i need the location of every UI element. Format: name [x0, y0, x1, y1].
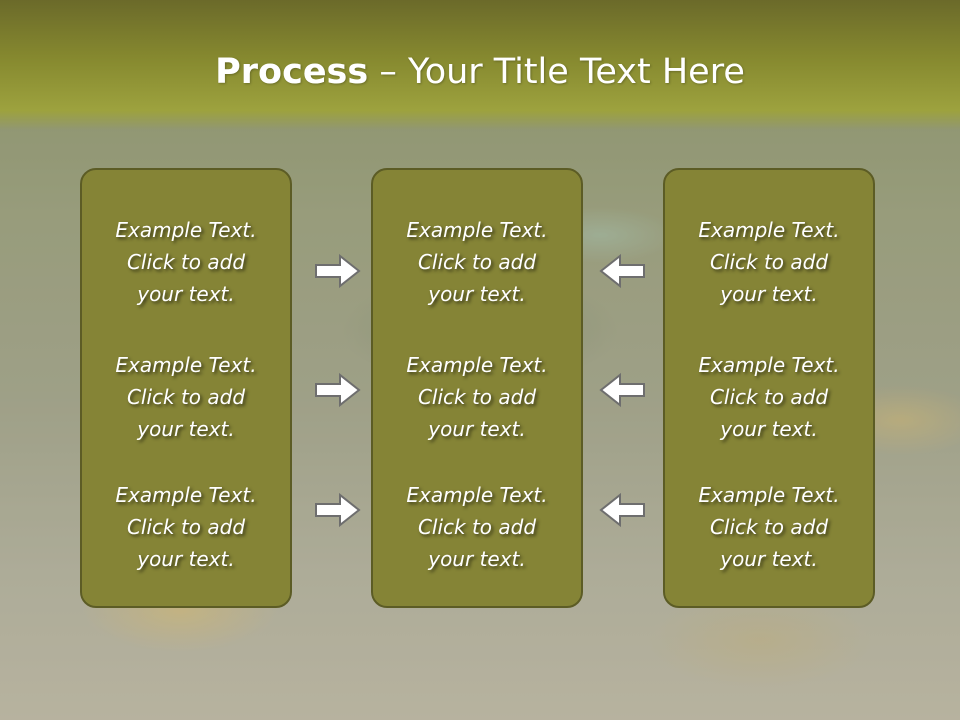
title-band — [0, 0, 960, 130]
arrow-right-icon[interactable] — [314, 492, 362, 528]
text-line: Example Text. — [115, 218, 257, 242]
text-block[interactable]: Example Text. Click to add your text. — [373, 479, 581, 575]
text-line: Example Text. — [698, 218, 840, 242]
text-line: Click to add — [709, 250, 829, 274]
title-rest: – Your Title Text Here — [368, 52, 745, 92]
text-line: your text. — [720, 417, 818, 441]
text-line: Example Text. — [406, 353, 548, 377]
text-block[interactable]: Example Text. Click to add your text. — [665, 349, 873, 445]
text-line: Click to add — [709, 385, 829, 409]
text-line: Example Text. — [698, 353, 840, 377]
text-block[interactable]: Example Text. Click to add your text. — [373, 214, 581, 310]
text-line: Click to add — [417, 250, 537, 274]
text-line: your text. — [137, 547, 235, 571]
title-bold: Process — [215, 52, 369, 92]
arrow-right-icon[interactable] — [314, 372, 362, 408]
arrow-left-icon[interactable] — [598, 372, 646, 408]
text-block[interactable]: Example Text. Click to add your text. — [665, 479, 873, 575]
arrow-left-icon[interactable] — [598, 492, 646, 528]
text-block[interactable]: Example Text. Click to add your text. — [82, 349, 290, 445]
text-line: your text. — [720, 282, 818, 306]
text-line: Click to add — [126, 515, 246, 539]
text-line: Click to add — [709, 515, 829, 539]
text-line: Example Text. — [406, 218, 548, 242]
text-line: Click to add — [126, 385, 246, 409]
slide-title[interactable]: Process – Your Title Text Here — [0, 52, 960, 92]
text-line: Example Text. — [698, 483, 840, 507]
text-line: your text. — [720, 547, 818, 571]
text-block[interactable]: Example Text. Click to add your text. — [82, 479, 290, 575]
text-line: Click to add — [417, 515, 537, 539]
process-panel-2[interactable]: Example Text. Click to add your text. Ex… — [371, 168, 583, 608]
text-block[interactable]: Example Text. Click to add your text. — [82, 214, 290, 310]
text-line: your text. — [428, 282, 526, 306]
text-line: Example Text. — [115, 353, 257, 377]
text-block[interactable]: Example Text. Click to add your text. — [373, 349, 581, 445]
text-line: Click to add — [126, 250, 246, 274]
arrow-right-icon[interactable] — [314, 253, 362, 289]
text-line: Example Text. — [406, 483, 548, 507]
text-line: your text. — [428, 417, 526, 441]
text-line: your text. — [428, 547, 526, 571]
process-panel-1[interactable]: Example Text. Click to add your text. Ex… — [80, 168, 292, 608]
text-line: your text. — [137, 282, 235, 306]
process-panel-3[interactable]: Example Text. Click to add your text. Ex… — [663, 168, 875, 608]
text-line: Click to add — [417, 385, 537, 409]
text-block[interactable]: Example Text. Click to add your text. — [665, 214, 873, 310]
text-line: your text. — [137, 417, 235, 441]
text-line: Example Text. — [115, 483, 257, 507]
arrow-left-icon[interactable] — [598, 253, 646, 289]
